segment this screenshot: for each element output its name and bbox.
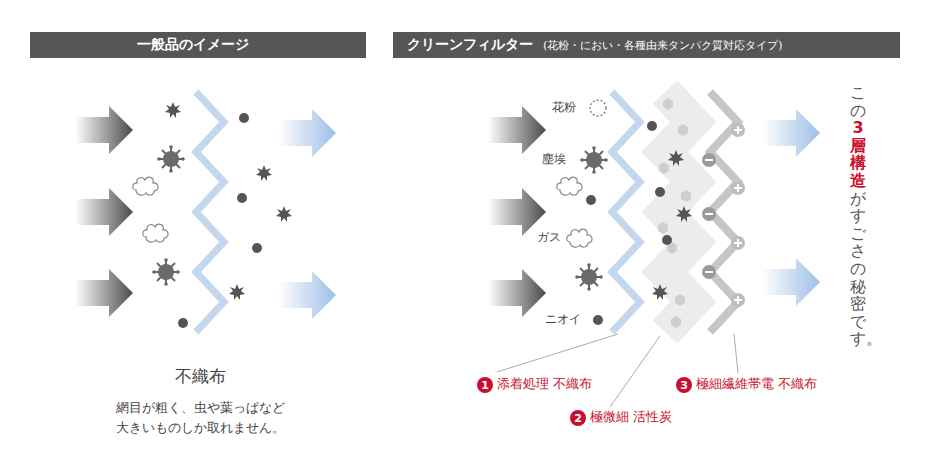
- header-subtitle: (花粉・におい・各種由来タンパク質対応タイプ): [543, 38, 783, 53]
- vertical-column: この3層構造がすごさの秘密です。: [850, 84, 866, 348]
- header-bar: クリーンフィルター (花粉・におい・各種由来タンパク質対応タイプ): [393, 32, 900, 58]
- particle-label: ニオイ: [545, 312, 581, 326]
- callout-text: 極細繊維帯電 不織布: [696, 376, 817, 392]
- vertical-note: がすごさの秘密です。: [850, 190, 866, 348]
- caption-text: 網目が粗く、虫や葉っぱなど 大きいものしか取れません。: [80, 398, 320, 437]
- callout-number: 3: [676, 377, 692, 393]
- particle-label: ガス: [537, 230, 561, 244]
- header-title: クリーンフィルター: [407, 36, 533, 54]
- vertical-note-emphasis: 3層構造: [850, 119, 866, 189]
- callout-text: 添着処理 不織布: [497, 376, 592, 392]
- vertical-note: この: [850, 84, 866, 119]
- material-name: 不織布: [150, 366, 250, 386]
- header-title: 一般品のイメージ: [137, 36, 249, 54]
- callout-text: 極微細 活性炭: [590, 409, 672, 425]
- particle-label: 花粉: [552, 100, 576, 114]
- callout-number: 1: [477, 377, 493, 393]
- particle-label: 塵埃: [542, 152, 566, 166]
- callout-number: 2: [570, 410, 586, 426]
- header-bar: 一般品のイメージ: [30, 32, 366, 58]
